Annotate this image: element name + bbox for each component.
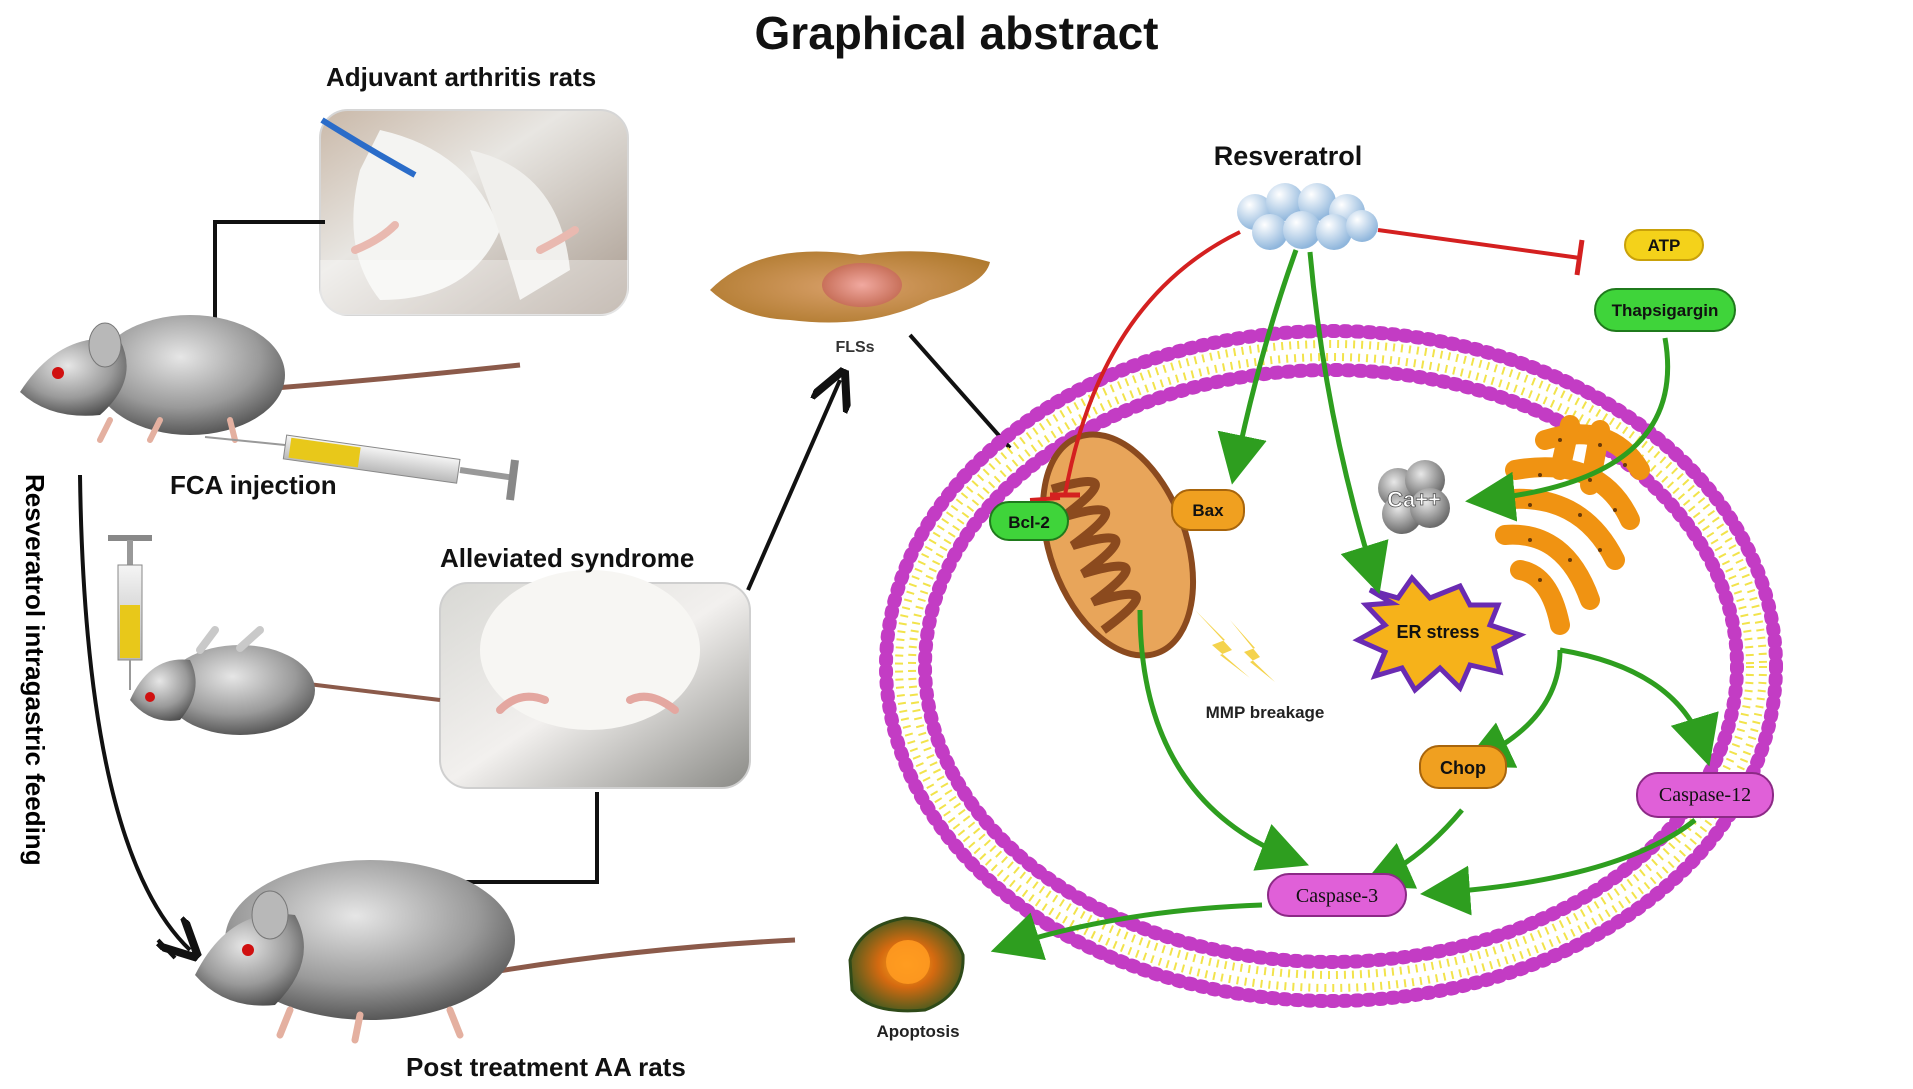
rat-icon: [20, 315, 521, 443]
post-treatment-label: Post treatment AA rats: [406, 1052, 686, 1082]
alleviated-rat-photo: [439, 570, 751, 789]
calcium-label: Ca++: [1387, 487, 1441, 512]
bax-label: Bax: [1192, 501, 1224, 520]
left-connectors: [78, 220, 1012, 958]
fibroblast-cell-icon: [710, 251, 990, 323]
er-dots: [1528, 438, 1627, 582]
rat-icon: [130, 626, 441, 735]
apoptosis-label: Apoptosis: [876, 1022, 959, 1041]
lightning-icon: [1195, 610, 1275, 682]
thapsigargin-label: Thapsigargin: [1612, 301, 1719, 320]
resveratrol-feeding-label: Resveratrol intragastric feeding: [20, 474, 50, 866]
bax-box: [1171, 489, 1245, 531]
fls-label: FLSs: [835, 339, 874, 356]
er-stress-burst: [1352, 573, 1527, 694]
caspase3-box: [1267, 873, 1407, 917]
caspase12-box: [1636, 772, 1774, 818]
bcl2-box: [989, 501, 1069, 541]
caspase12-label: Caspase-12: [1659, 784, 1751, 806]
atp-box: [1624, 229, 1704, 261]
calcium-cluster-icon: [1378, 460, 1450, 534]
fca-injection-label: FCA injection: [170, 470, 337, 500]
atp-label: ATP: [1648, 236, 1681, 255]
chop-box: [1419, 745, 1507, 789]
endoplasmic-reticulum-icon: [1490, 415, 1650, 635]
rat-icon: [195, 860, 796, 1044]
alleviated-syndrome-label: Alleviated syndrome: [440, 543, 695, 573]
activation-arrows: [990, 249, 1719, 961]
bcl2-label: Bcl-2: [1008, 513, 1050, 532]
syringe-icon: [204, 434, 519, 501]
syringe-icon: [108, 535, 152, 690]
page-title: Graphical abstract: [754, 7, 1159, 59]
apoptotic-cell-icon: [848, 916, 965, 1013]
mmp-breakage-label: MMP breakage: [1206, 703, 1325, 722]
caspase3-label: Caspase-3: [1296, 885, 1378, 907]
adjuvant-arthritis-label: Adjuvant arthritis rats: [326, 62, 597, 92]
arthritis-rat-photo: [319, 109, 629, 316]
thapsigargin-box: [1594, 288, 1736, 332]
inhibition-lines: [1029, 228, 1585, 502]
cell-membrane: [879, 324, 1783, 1008]
chop-label: Chop: [1440, 758, 1486, 778]
er-stress-label: ER stress: [1396, 622, 1479, 642]
resveratrol-label: Resveratrol: [1214, 141, 1363, 171]
resveratrol-cluster-icon: [1237, 183, 1378, 250]
